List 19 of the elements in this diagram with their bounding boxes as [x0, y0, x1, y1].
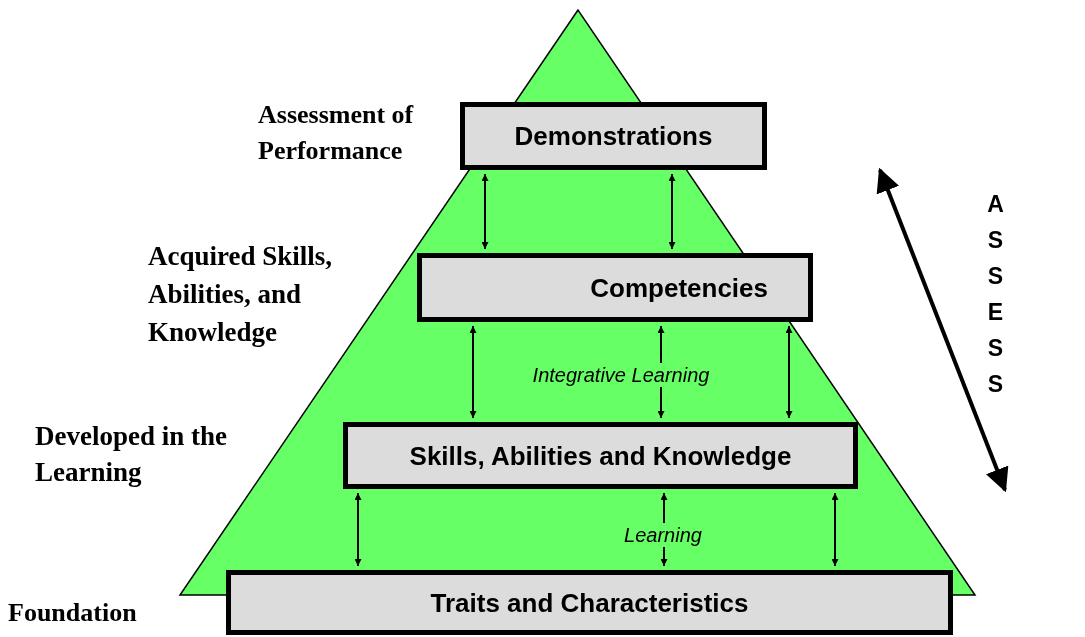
- level-description: Acquired Skills, Abilities, and Knowledge: [148, 240, 334, 349]
- double-arrow: [668, 173, 676, 250]
- level-box: [460, 102, 767, 170]
- double-arrow: [785, 325, 793, 419]
- level-box: [226, 570, 953, 635]
- level-title: Competencies: [590, 272, 768, 303]
- vertical-label: ASSESS: [986, 190, 1005, 399]
- level-description: Foundation: [8, 597, 138, 629]
- double-arrow: [831, 492, 839, 567]
- double-arrow: [481, 173, 489, 250]
- level-box: [343, 422, 858, 489]
- double-arrow: [469, 325, 477, 419]
- level-box: [417, 253, 813, 322]
- level-title: Skills, Abilities and Knowledge: [409, 440, 792, 471]
- level-description: Developed in the Learning: [35, 420, 228, 489]
- level-description: Assessment of Performance: [258, 99, 415, 167]
- level-title: Traits and Characteristics: [430, 587, 749, 618]
- double-arrow: [354, 492, 362, 567]
- level-title: Demonstrations: [514, 121, 713, 151]
